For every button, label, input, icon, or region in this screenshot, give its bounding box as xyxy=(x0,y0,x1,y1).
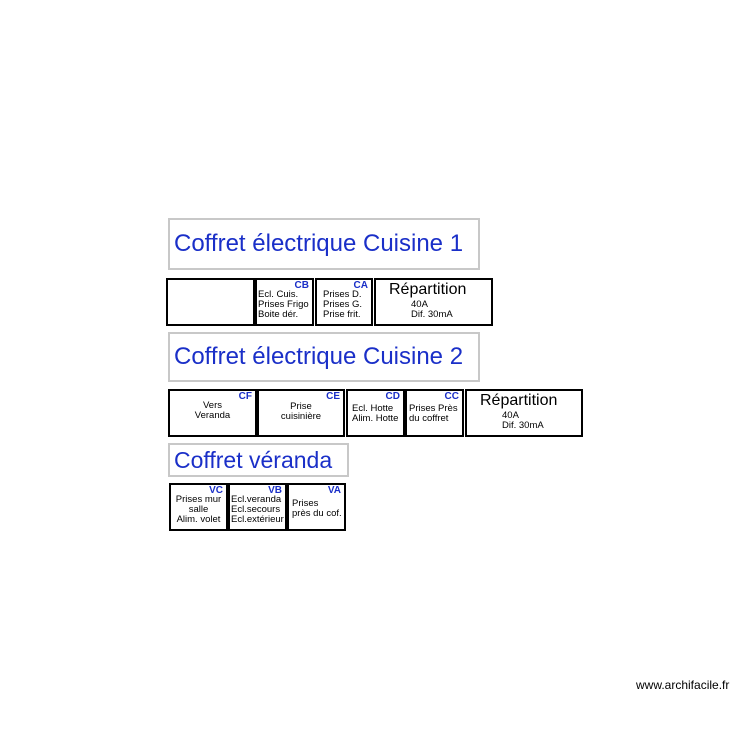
module-line: près du cof. xyxy=(292,508,342,519)
module-line: Prise frit. xyxy=(323,309,361,320)
coffret3-title-box: Coffret véranda xyxy=(168,443,349,477)
module-code: VB xyxy=(268,485,282,496)
module-line: Ecl.veranda xyxy=(231,494,282,505)
coffret2-module-cd: CD Ecl. Hotte Alim. Hotte xyxy=(346,389,405,437)
repartition-line: Dif. 30mA xyxy=(411,309,453,320)
coffret1-title-box: Coffret électrique Cuisine 1 xyxy=(168,218,480,270)
module-line: Ecl.secours xyxy=(231,504,281,515)
repartition-title: Répartition xyxy=(389,281,467,298)
module-line: salle xyxy=(188,504,209,515)
module-line: Alim. volet xyxy=(176,514,221,525)
coffret2-title-box: Coffret électrique Cuisine 2 xyxy=(168,332,480,382)
coffret2-repartition: Répartition 40A Dif. 30mA xyxy=(465,389,583,437)
module-line: du coffret xyxy=(409,413,449,424)
module-code: CF xyxy=(238,391,252,402)
coffret2-module-cf: CF Vers Veranda xyxy=(168,389,257,437)
coffret1-title: Coffret électrique Cuisine 1 xyxy=(174,230,464,257)
coffret1-module-empty xyxy=(166,278,255,326)
module-code: CA xyxy=(353,280,368,291)
coffret1-module-cb: CB Ecl. Cuis. Prises Frigo Boite dér. xyxy=(255,278,314,326)
module-line: Alim. Hotte xyxy=(352,413,399,424)
module-line: Prises xyxy=(292,498,319,509)
coffret2-module-ce: CE Prise cuisinière xyxy=(257,389,345,437)
module-code: CB xyxy=(294,280,309,291)
coffret3-module-va: VA Prises près du cof. xyxy=(287,483,346,531)
module-line: Ecl. Cuis. xyxy=(258,289,299,300)
module-line: Boite dér. xyxy=(258,309,299,320)
coffret3-module-vc: VC Prises mur salle Alim. volet xyxy=(169,483,228,531)
module-line: Vers xyxy=(202,400,222,411)
module-line: cuisinière xyxy=(280,411,322,422)
repartition-line: Dif. 30mA xyxy=(502,420,544,431)
repartition-line: 40A xyxy=(411,299,428,310)
coffret1-module-ca: CA Prises D. Prises G. Prise frit. xyxy=(315,278,373,326)
module-line: Prises G. xyxy=(323,299,363,310)
module-code: VA xyxy=(327,485,341,496)
repartition-line: 40A xyxy=(502,410,519,421)
coffret2-title: Coffret électrique Cuisine 2 xyxy=(174,343,464,370)
watermark: www.archifacile.fr xyxy=(636,678,730,692)
coffret3-module-vb: VB Ecl.veranda Ecl.secours Ecl.extérieur xyxy=(228,483,287,531)
module-line: Prises mur xyxy=(175,494,222,505)
module-line: Ecl.extérieur xyxy=(231,514,284,525)
module-line: Prises Frigo xyxy=(258,299,309,310)
module-line: Prises Près xyxy=(409,403,458,414)
module-line: Prise xyxy=(290,401,312,412)
module-code: CC xyxy=(444,391,459,402)
module-code: CE xyxy=(326,391,340,402)
coffret1-repartition: Répartition 40A Dif. 30mA xyxy=(374,278,493,326)
module-line: Prises D. xyxy=(323,289,362,300)
coffret3-title: Coffret véranda xyxy=(174,446,333,473)
module-line: Ecl. Hotte xyxy=(352,403,394,414)
module-code: VC xyxy=(209,485,223,496)
module-code: CD xyxy=(385,391,400,402)
repartition-title: Répartition xyxy=(480,392,558,409)
module-line: Veranda xyxy=(194,410,231,421)
coffret2-module-cc: CC Prises Près du coffret xyxy=(405,389,464,437)
